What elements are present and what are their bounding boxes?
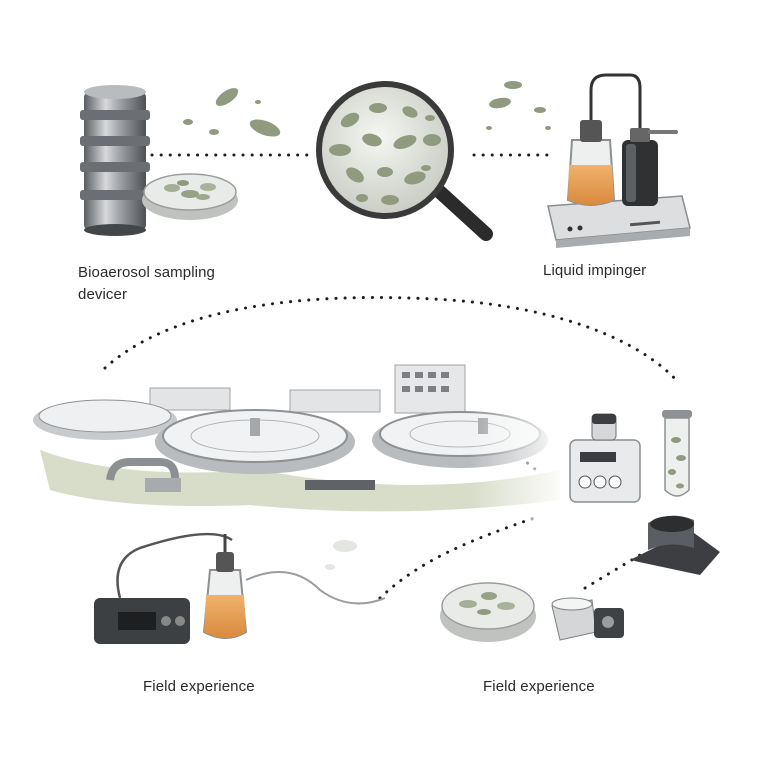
- sampling-bottle-icon: [202, 534, 386, 639]
- sampler-label-line1: Bioaerosol sampling: [78, 264, 215, 281]
- impinger-label: Liquid impinger: [543, 262, 647, 279]
- reader-device-icon: [630, 515, 720, 575]
- air-pump-icon: [94, 532, 233, 644]
- connector-petri-to-reader: [583, 553, 642, 590]
- magnifying-glass-icon: [316, 81, 493, 241]
- bioaerosol-sampler-icon: [80, 85, 150, 236]
- connector-pump-to-petri: [378, 514, 542, 600]
- petri-dish-icon: [142, 173, 238, 220]
- sampler-label: Bioaerosol sampling devicer: [78, 262, 248, 306]
- analyzer-instrument-icon: [569, 413, 641, 503]
- liquid-impinger-icon: [547, 73, 691, 248]
- field-experience-label-right: Field experience: [483, 678, 595, 695]
- wastewater-treatment-plant-illustration: [33, 350, 570, 520]
- bottom-petri-dish-icon: [440, 582, 536, 642]
- dotted-connectors: [103, 153, 680, 600]
- connector-arc-top: [103, 295, 680, 384]
- colony-counter-icon: [551, 597, 624, 641]
- field-experience-label-left: Field experience: [143, 678, 255, 695]
- floating-microbes: [183, 81, 551, 570]
- test-tube-icon: [662, 410, 692, 497]
- sampler-label-line2: devicer: [78, 286, 128, 303]
